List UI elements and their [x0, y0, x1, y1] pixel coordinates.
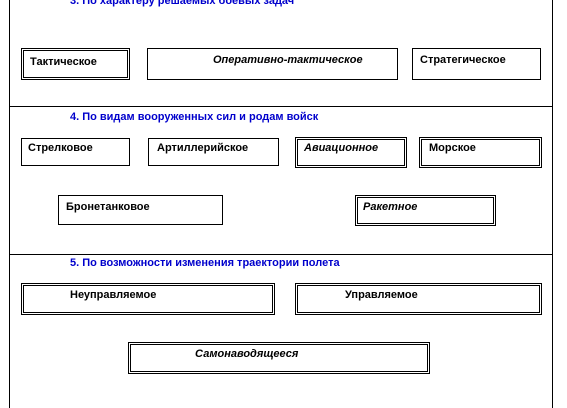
box-guided: Управляемое [295, 283, 542, 315]
section-divider-1 [9, 106, 553, 107]
box-homing: Самонаводящееся [128, 342, 430, 374]
box-tactical-label: Тактическое [30, 56, 97, 68]
box-guided-label: Управляемое [345, 289, 418, 301]
box-armored: Бронетанковое [58, 195, 223, 225]
box-operational-tactical: Оперативно-тактическое [147, 48, 398, 80]
section-3-heading: 3. По характеру решаемых боевых задач [70, 0, 295, 7]
box-strategic-label: Стратегическое [420, 54, 506, 66]
box-aviation: Авиационное [295, 137, 407, 168]
diagram-frame [9, 0, 553, 408]
box-strategic: Стратегическое [412, 48, 541, 80]
box-aviation-label: Авиационное [304, 142, 379, 154]
box-naval-label: Морское [429, 142, 476, 154]
box-artillery-label: Артиллерийское [157, 142, 249, 154]
box-unguided-label: Неуправляемое [70, 289, 157, 301]
box-homing-label: Самонаводящееся [195, 348, 299, 360]
box-naval: Морское [419, 137, 542, 168]
box-rifle-label: Стрелковое [28, 142, 93, 154]
box-missile: Ракетное [355, 195, 496, 226]
section-divider-2 [9, 254, 553, 255]
box-operational-tactical-label: Оперативно-тактическое [213, 54, 363, 66]
section-5-heading: 5. По возможности изменения траектории п… [70, 257, 340, 269]
box-artillery: Артиллерийское [148, 138, 279, 166]
section-4-heading: 4. По видам вооруженных сил и родам войс… [70, 111, 319, 123]
box-unguided: Неуправляемое [21, 283, 275, 315]
box-tactical: Тактическое [21, 48, 130, 80]
box-armored-label: Бронетанковое [66, 201, 150, 213]
box-missile-label: Ракетное [363, 201, 418, 213]
box-rifle: Стрелковое [21, 138, 130, 166]
